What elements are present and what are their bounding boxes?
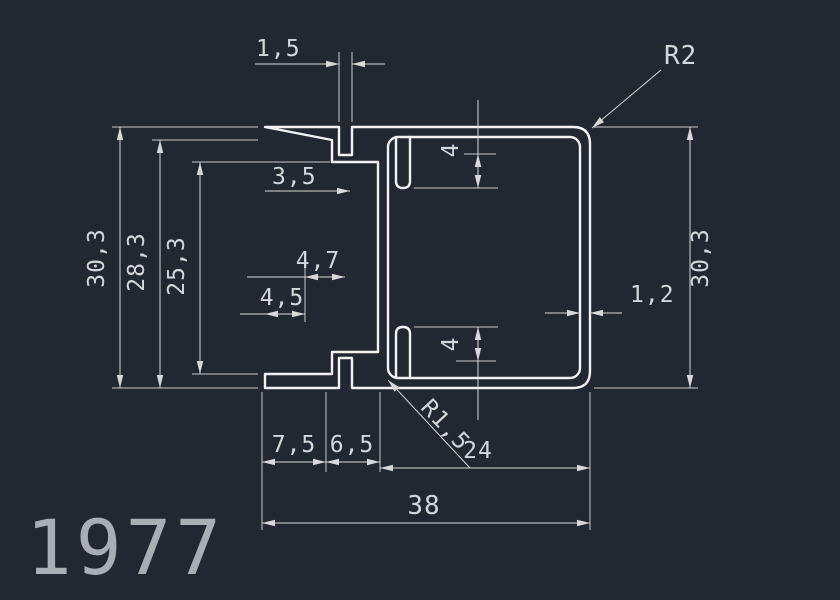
dim-label-flange-right-width: 6,5 bbox=[330, 432, 375, 458]
dim-label-slot-depth: 3,5 bbox=[272, 164, 317, 190]
dim-label-rib-bottom: 4 bbox=[438, 337, 464, 352]
part-number: 1977 bbox=[26, 503, 225, 592]
dimension-lines bbox=[116, 60, 694, 527]
dim-label-tube-width: 24 bbox=[463, 438, 493, 464]
dim-label-height-outer-right: 30,3 bbox=[688, 228, 714, 287]
dim-label-top-slot-width: 1,5 bbox=[256, 36, 301, 62]
dim-label-height-inner: 25,3 bbox=[164, 236, 190, 295]
dim-label-hook-offset-b: 4,5 bbox=[260, 285, 305, 311]
profile-outer-contour bbox=[263, 125, 592, 390]
profile-top-rib bbox=[394, 135, 412, 190]
dim-label-wall-thickness: 1,2 bbox=[630, 282, 675, 308]
dim-label-height-mid: 28,3 bbox=[124, 232, 150, 291]
profile-outline bbox=[263, 125, 592, 390]
profile-bottom-rib bbox=[394, 325, 412, 380]
profile-inner-cavity bbox=[386, 135, 582, 380]
dim-label-rib-top: 4 bbox=[438, 143, 464, 158]
dim-label-total-width: 38 bbox=[407, 491, 440, 521]
dim-label-corner-radius: R2 bbox=[664, 41, 697, 71]
dim-label-flange-left-width: 7,5 bbox=[272, 432, 317, 458]
dim-label-height-outer-left: 30,3 bbox=[84, 228, 110, 287]
dimension-labels: 1,5 R2 3,5 4 30,3 28,3 25,3 4,7 4,5 1,2 … bbox=[84, 36, 714, 521]
dim-label-hook-offset-a: 4,7 bbox=[296, 248, 341, 274]
